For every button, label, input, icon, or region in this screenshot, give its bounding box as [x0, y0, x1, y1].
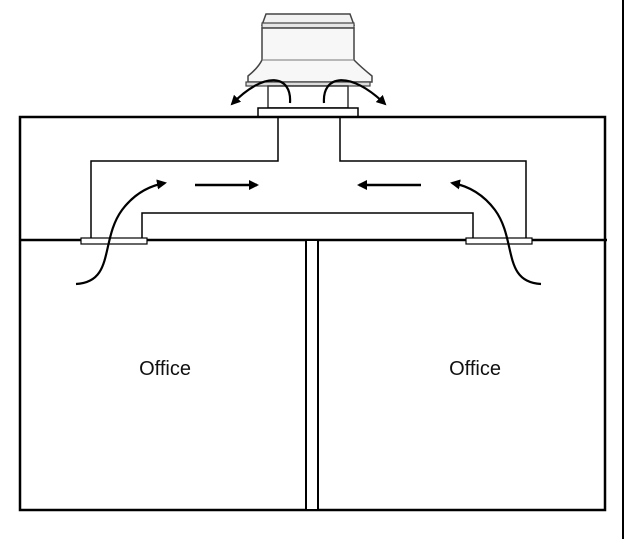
exhaust-duct [90, 117, 527, 240]
intake-arrow-left [75, 179, 167, 286]
intake-arrow-right [450, 179, 542, 286]
roof-curb [257, 107, 359, 118]
partition-wall [305, 239, 319, 511]
ceiling-grille-right [465, 237, 533, 245]
roof-exhaust-fan [245, 13, 373, 118]
ceiling-grille-left [80, 237, 148, 245]
fan-support [267, 85, 349, 109]
room-label-left: Office [139, 358, 191, 380]
exhaust-arrow-left [230, 79, 292, 106]
exhaust-arrow-right [322, 79, 387, 106]
fan-housing [247, 27, 373, 83]
room-label-right: Office [449, 358, 501, 380]
